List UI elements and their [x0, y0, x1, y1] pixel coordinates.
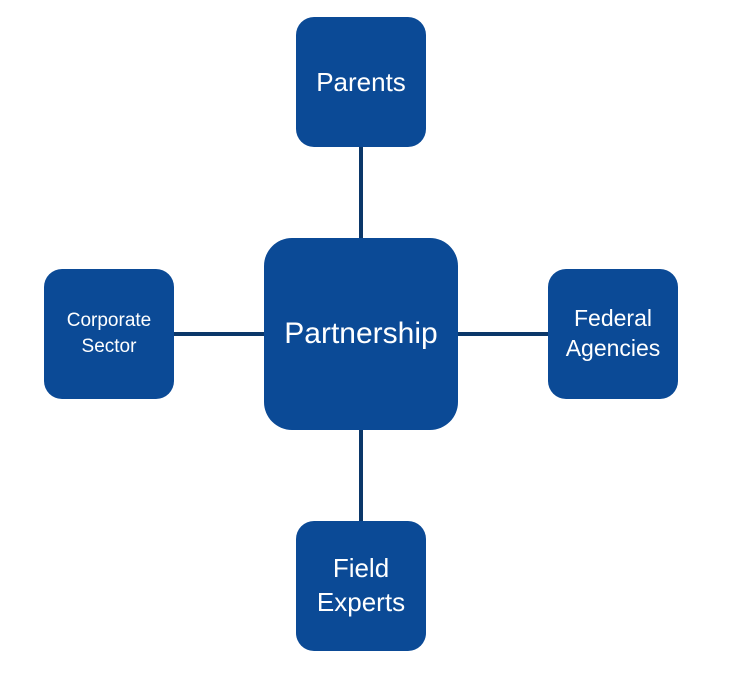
federal-agencies-label: Federal Agencies: [565, 305, 661, 361]
parents-node: Parents: [296, 17, 426, 147]
partnership-label: Partnership: [284, 317, 438, 350]
field-experts-node: Field Experts: [296, 521, 426, 651]
connector-bottom: [359, 429, 363, 522]
field-experts-label: Field Experts: [316, 553, 406, 617]
parents-label: Parents: [316, 66, 406, 97]
corporate-sector-node: Corporate Sector: [44, 269, 174, 399]
connector-left: [173, 332, 265, 336]
connector-top: [359, 147, 363, 239]
connector-right: [457, 332, 549, 336]
federal-agencies-node: Federal Agencies: [548, 269, 678, 399]
corporate-sector-label: Corporate Sector: [66, 310, 152, 357]
partnership-node: Partnership: [264, 238, 458, 430]
